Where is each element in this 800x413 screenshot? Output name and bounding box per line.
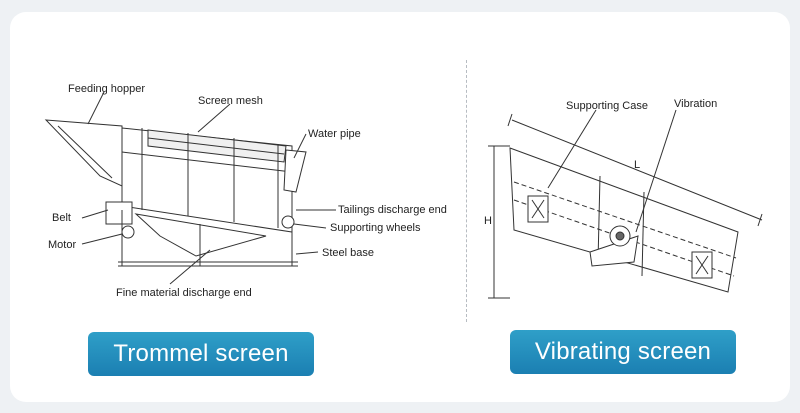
trommel-title: Trommel screen — [88, 332, 314, 376]
label-feeding-hopper: Feeding hopper — [68, 83, 145, 95]
label-length: L — [634, 159, 640, 171]
label-motor: Motor — [48, 239, 76, 251]
vibrating-diagram: Supporting Case Vibration L H — [484, 98, 763, 299]
label-belt: Belt — [52, 212, 71, 224]
label-fine-material: Fine material discharge end — [116, 287, 252, 299]
divider — [466, 60, 467, 322]
vibrating-title: Vibrating screen — [510, 330, 736, 374]
label-tailings: Tailings discharge end — [338, 204, 447, 216]
label-vibration: Vibration — [674, 98, 717, 110]
trommel-diagram: Feeding hopper Screen mesh Water pipe Be… — [44, 83, 447, 299]
label-water-pipe: Water pipe — [308, 128, 361, 140]
label-screen-mesh: Screen mesh — [198, 95, 263, 107]
label-steel-base: Steel base — [322, 247, 374, 259]
label-supporting-wheels: Supporting wheels — [330, 222, 421, 234]
label-supporting-case: Supporting Case — [566, 100, 648, 112]
label-height: H — [484, 215, 492, 227]
